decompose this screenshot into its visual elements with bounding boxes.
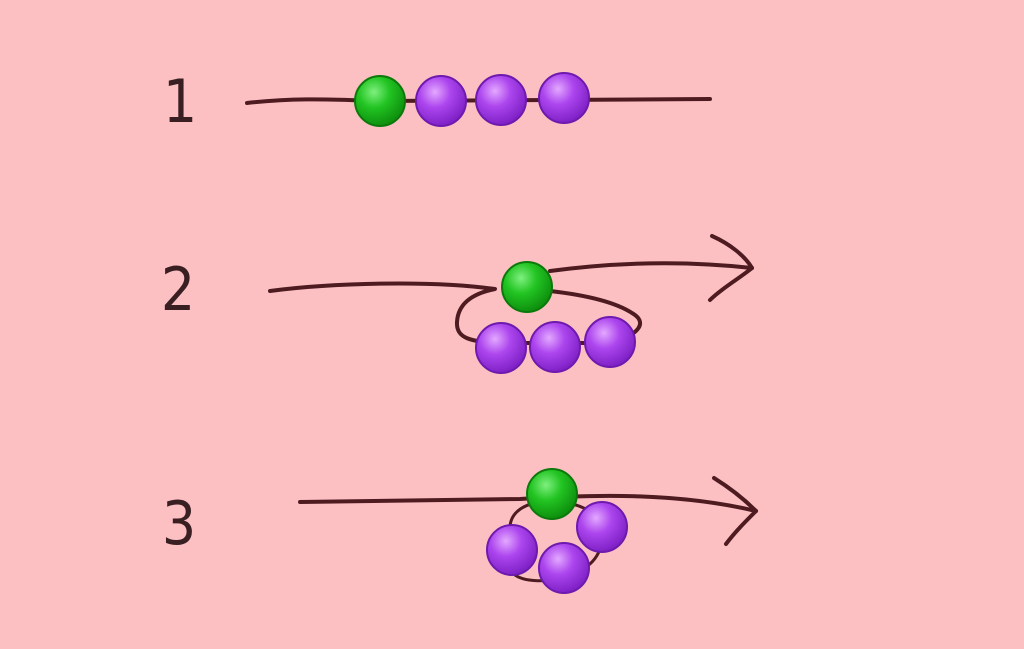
step-3-beads [486,468,628,594]
green-bead [526,468,578,520]
step-number-3: 3 [162,489,196,559]
purple-bead [475,322,527,374]
green-bead [501,261,553,313]
purple-bead [415,75,467,127]
purple-bead [538,542,590,594]
purple-bead [538,72,590,124]
step-3: 3 [162,468,758,594]
purple-bead [529,321,581,373]
step-2-thread-exit [548,261,754,273]
step-1-beads [354,72,590,127]
step-1: 1 [163,67,712,137]
step-3-arrow-head [712,476,758,546]
purple-bead [576,501,628,553]
step-number-1: 1 [163,67,197,137]
step-2-arrow-head [708,234,754,302]
purple-bead [475,74,527,126]
step-2-beads [475,261,636,374]
step-2: 2 [161,234,754,374]
purple-bead [486,524,538,576]
green-bead [354,75,406,127]
purple-bead [584,316,636,368]
step-2-thread-loop [268,281,643,345]
step-number-2: 2 [161,255,195,325]
